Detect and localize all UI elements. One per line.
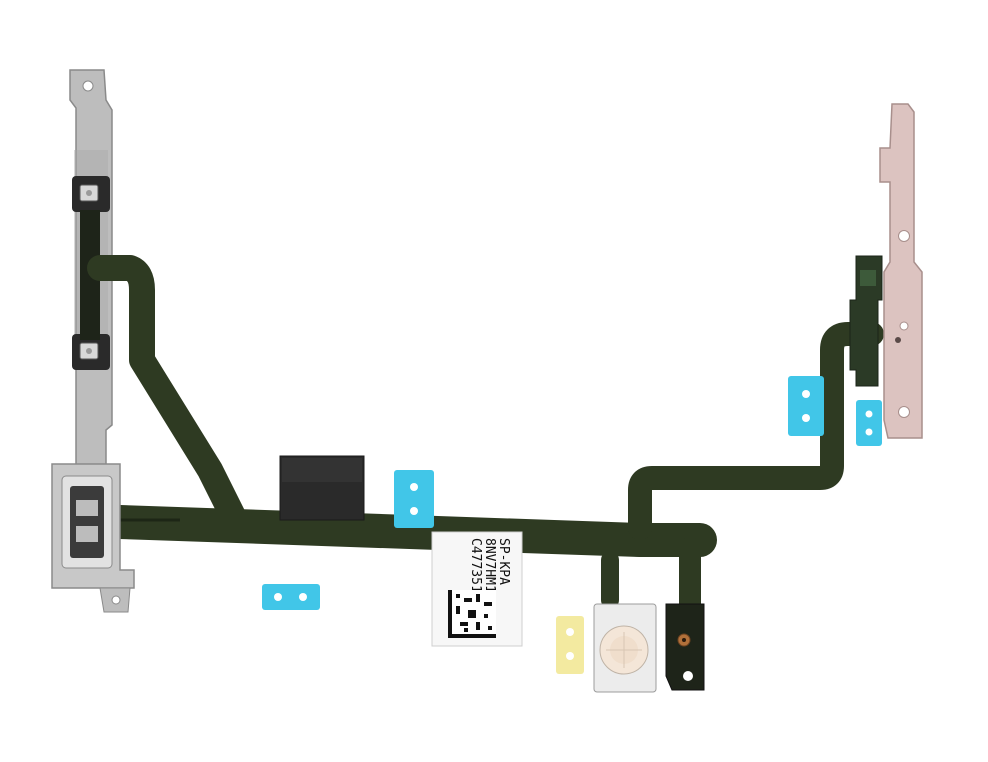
adhesive-pad-right-2 xyxy=(856,400,882,446)
serial-label: SP-KPA 8NV7HM17 C477351 xyxy=(431,531,523,647)
data-matrix-code-icon xyxy=(448,590,496,638)
adhesive-pad-yellow xyxy=(556,616,584,674)
power-switch-block xyxy=(849,255,883,387)
adhesive-pad-left-bottom xyxy=(262,584,320,610)
adhesive-pad-right-1 xyxy=(788,376,824,436)
volume-up-switch xyxy=(72,176,110,212)
label-line-2: 8NV7HM17 xyxy=(482,538,497,601)
label-line-1: SP-KPA xyxy=(496,538,511,585)
main-flex-ribbon xyxy=(87,255,884,671)
volume-down-switch xyxy=(72,334,110,370)
adhesive-pad-center-top xyxy=(394,470,434,528)
microphone-module xyxy=(665,603,705,691)
left-switch-housing xyxy=(51,463,135,613)
label-line-3: C477351 xyxy=(468,538,483,593)
right-pink-bracket xyxy=(879,103,923,439)
flash-module xyxy=(593,603,657,693)
